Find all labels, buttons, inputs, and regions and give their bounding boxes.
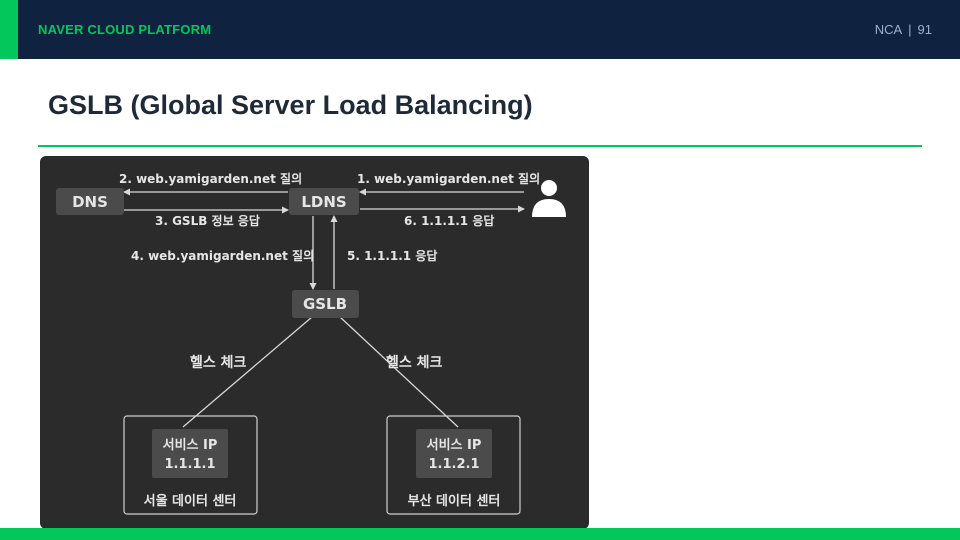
page-number: 91 [917,22,932,37]
seoul-datacenter-name: 서울 데이터 센터 [144,493,237,509]
user-icon [532,180,566,217]
healthcheck-right-label: 헬스 체크 [386,354,443,371]
page-info: NCA | 91 [875,22,932,37]
ldns-node [289,188,359,215]
brand-label: NAVER CLOUD PLATFORM [38,22,212,37]
page-separator: | [908,22,912,37]
seoul-service-box [152,429,228,478]
step5-label: 5. 1.1.1.1 응답 [347,248,437,263]
busan-datacenter-box [386,415,521,515]
dns-node [56,188,124,215]
gslb-diagram: DNS LDNS GSLB 2. web.yamigarden.net 질의 1… [40,156,589,529]
seoul-datacenter-box [123,415,258,515]
healthcheck-line-left [182,316,313,428]
busan-datacenter-name: 부산 데이터 센터 [408,493,501,509]
step2-label: 2. web.yamigarden.net 질의 [119,171,302,186]
seoul-service-label: 서비스 IP [163,438,218,453]
gslb-label: GSLB [303,295,347,313]
slide-title: GSLB (Global Server Load Balancing) [48,90,533,120]
ldns-label: LDNS [301,193,346,211]
step3-label: 3. GSLB 정보 응답 [155,213,260,228]
section-label: NCA [874,22,903,37]
header-bar: NAVER CLOUD PLATFORM NCA | 91 [0,0,960,59]
healthcheck-left-label: 헬스 체크 [190,354,247,371]
header-accent [0,0,18,59]
busan-service-ip: 1.1.2.1 [429,457,480,472]
dns-label: DNS [72,193,108,211]
seoul-service-ip: 1.1.1.1 [165,457,216,472]
footer-bar [0,528,960,540]
title-underline [38,145,922,147]
step6-label: 6. 1.1.1.1 응답 [404,213,494,228]
diagram-frame: DNS LDNS GSLB 2. web.yamigarden.net 질의 1… [38,151,595,532]
busan-service-label: 서비스 IP [427,438,482,453]
step1-label: 1. web.yamigarden.net 질의 [357,171,540,186]
step4-label: 4. web.yamigarden.net 질의 [131,248,314,263]
busan-service-box [416,429,492,478]
gslb-node [292,290,359,318]
healthcheck-line-right [339,316,459,428]
